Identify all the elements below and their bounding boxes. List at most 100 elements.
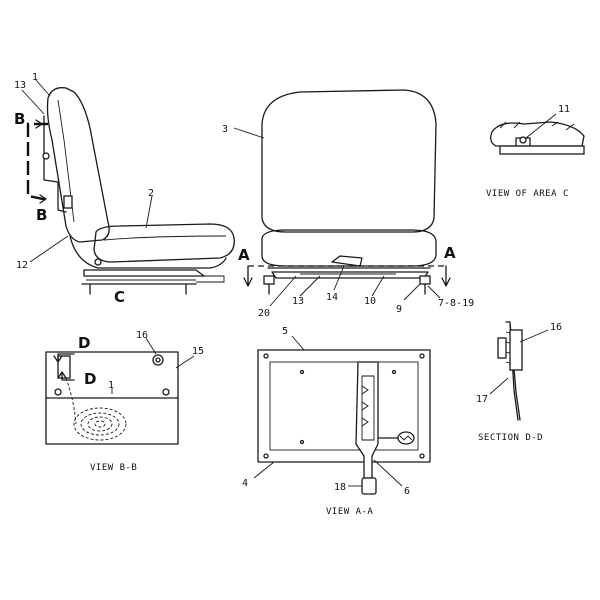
section-letter-d-bottom: D xyxy=(84,370,96,388)
corner-hole-bl xyxy=(263,453,269,459)
callout-1-side: 1 xyxy=(32,72,38,83)
section-cut-bb xyxy=(26,122,49,202)
section-arrow-b-bottom xyxy=(39,194,47,204)
area-c-cushion xyxy=(490,121,585,147)
seat-cushion-front xyxy=(261,229,437,267)
adjuster-notches xyxy=(361,385,369,427)
section-letter-a-left: A xyxy=(238,246,250,264)
back-frame-bolt xyxy=(42,152,50,160)
area-c-fastener xyxy=(519,136,527,144)
leader-11 xyxy=(525,113,557,139)
base-studs xyxy=(89,283,187,295)
leader-9 xyxy=(403,283,421,301)
section-arrow-a-right xyxy=(441,265,451,287)
callout-3: 3 xyxy=(222,124,228,135)
section-letter-b-bottom: B xyxy=(36,206,47,224)
callout-13-side: 13 xyxy=(14,80,26,91)
callout-10: 10 xyxy=(364,296,376,307)
leader-17 xyxy=(489,377,509,395)
callout-11: 11 xyxy=(558,104,570,115)
slide-rail xyxy=(86,275,225,283)
section-dd-caption: SECTION D-D xyxy=(478,433,543,443)
pad-ring-2 xyxy=(80,412,120,436)
hinge-block xyxy=(63,195,73,209)
pivot-bolt xyxy=(94,258,102,266)
backrest-inner-edge xyxy=(57,99,75,223)
section-arrow-b-top xyxy=(35,119,43,129)
seat-base-frame xyxy=(83,269,205,277)
leader-5 xyxy=(291,335,305,351)
callout-2-side: 2 xyxy=(148,188,154,199)
leader-4 xyxy=(253,461,275,479)
callout-17: 17 xyxy=(476,394,488,405)
corner-hole-tl xyxy=(263,353,269,359)
section-dd: 16 17 SECTION D-D xyxy=(476,321,562,443)
hole-right xyxy=(162,388,170,396)
seat-cushion-seam xyxy=(103,235,227,241)
leader-16-dd xyxy=(519,329,549,343)
pad-ring-3 xyxy=(87,416,113,432)
inner-hole-3 xyxy=(299,439,305,445)
callout-6: 6 xyxy=(404,486,410,497)
section-arrow-d-bottom xyxy=(57,371,75,381)
callout-18: 18 xyxy=(334,482,346,493)
leader-2-side xyxy=(145,195,153,229)
callout-15: 15 xyxy=(192,346,204,357)
pad-ring-4 xyxy=(94,420,106,428)
leader-7-8-19 xyxy=(427,285,441,299)
view-aa-caption: VIEW A-A xyxy=(326,507,373,517)
leader-1-side xyxy=(35,79,51,97)
view-bb-caption: VIEW B-B xyxy=(90,463,137,473)
area-c-caption: VIEW OF AREA C xyxy=(486,189,569,199)
callout-14: 14 xyxy=(326,292,338,303)
callout-20: 20 xyxy=(258,308,270,319)
side-view: 13 1 2 12 B B C xyxy=(14,72,235,306)
callout-5: 5 xyxy=(282,326,288,337)
mount-bolt-left xyxy=(263,275,275,285)
leader-20 xyxy=(269,275,297,307)
leader-13-front xyxy=(299,275,321,297)
backrest-front xyxy=(261,89,437,233)
seat-pan xyxy=(69,235,227,269)
section-arrow-a-left xyxy=(243,265,253,287)
callout-9: 9 xyxy=(396,304,402,315)
hole-left xyxy=(54,388,62,396)
section-letter-b-top: B xyxy=(14,110,25,128)
section-letter-a-right: A xyxy=(444,244,456,262)
mount-bolt-right xyxy=(419,275,431,285)
leader-12-side xyxy=(29,235,69,263)
base-frame-inner xyxy=(269,361,419,451)
inner-hole-1 xyxy=(299,369,305,375)
leader-14 xyxy=(333,265,345,291)
adjust-lever xyxy=(331,255,363,267)
leader-16-bb xyxy=(145,337,157,355)
front-view: 3 20 13 14 10 9 7-8-19 A A xyxy=(222,89,474,319)
callout-4: 4 xyxy=(242,478,248,489)
area-c-rail xyxy=(499,145,585,155)
area-c-view: 11 VIEW OF AREA C xyxy=(486,104,585,199)
handle-knob xyxy=(361,477,377,495)
area-letter-c: C xyxy=(114,288,125,306)
inner-hole-2 xyxy=(391,369,397,375)
pad-ring-1 xyxy=(73,407,127,441)
callout-12-side: 12 xyxy=(16,260,28,271)
adjuster-slot xyxy=(361,375,375,441)
view-bb: 16 15 1 D D VIEW B-B xyxy=(45,330,204,473)
backrest-cushion-side xyxy=(46,87,110,243)
section-dd-clip xyxy=(497,337,507,359)
section-letter-d-top: D xyxy=(78,334,90,352)
grommet-center xyxy=(155,357,161,363)
callout-16-dd: 16 xyxy=(550,322,562,333)
callout-13-front: 13 xyxy=(292,296,304,307)
base-frame-outer xyxy=(257,349,431,463)
corner-hole-br xyxy=(419,453,425,459)
corner-hole-tr xyxy=(419,353,425,359)
leader-13-side xyxy=(21,89,45,115)
leader-3 xyxy=(233,127,265,139)
callout-1-bb: 1 xyxy=(108,380,114,391)
callout-16-bb: 16 xyxy=(136,330,148,341)
spring-coil xyxy=(399,435,413,441)
area-c-hatch xyxy=(499,121,575,131)
